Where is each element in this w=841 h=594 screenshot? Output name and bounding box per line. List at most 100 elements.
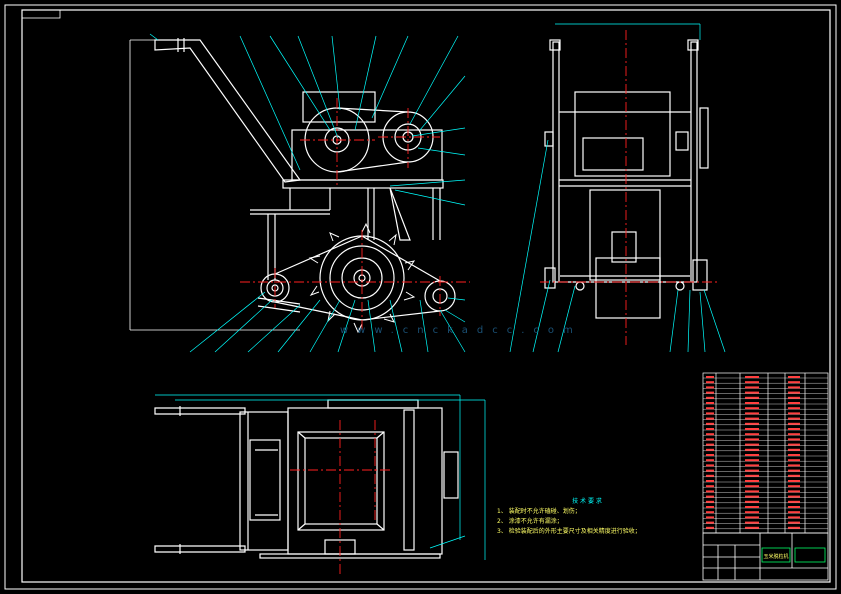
parts-list-cell-mark: [788, 464, 800, 467]
parts-list-cell-mark: [706, 464, 714, 467]
parts-list-cell-mark: [788, 448, 800, 451]
parts-list-cell-mark: [706, 433, 714, 436]
parts-list-cell-mark: [745, 433, 759, 436]
parts-list-cell-mark: [745, 485, 759, 488]
side-centerlines: [540, 30, 720, 345]
parts-list-cell-mark: [788, 521, 800, 524]
parts-list-cell-mark: [788, 402, 800, 404]
technical-requirements-title: 技 术 要 求: [572, 498, 602, 505]
front-centerlines: [240, 98, 470, 330]
parts-list-cell-mark: [706, 417, 714, 420]
parts-list-cell-mark: [745, 469, 759, 472]
parts-list-cell-mark: [706, 474, 714, 477]
parts-list-cell-mark: [706, 454, 714, 456]
parts-list-cell-mark: [706, 443, 714, 446]
requirement-item: 3、 检验装配后的外形主要尺寸及相关精度进行验收；: [497, 528, 641, 535]
technical-requirements: 技 术 要 求 1、 装配时不允许磕碰、划伤； 2、 涂漆不允许有漏涂； 3、 …: [497, 497, 697, 537]
parts-list-cell-mark: [745, 516, 759, 519]
parts-list-cell-mark: [788, 511, 800, 514]
parts-list-cell-mark: [706, 412, 714, 415]
parts-list-cell-mark: [788, 438, 800, 441]
parts-list-cell-mark: [788, 485, 800, 488]
title-block-name: 玉米脱粒机: [763, 553, 788, 560]
parts-list-cell-mark: [745, 500, 759, 503]
parts-list-cell-mark: [745, 474, 759, 477]
parts-list-cell-mark: [706, 485, 714, 488]
parts-list-cell-mark: [788, 412, 800, 415]
parts-list-cell-mark: [788, 386, 800, 389]
parts-list-cell-mark: [788, 407, 800, 410]
parts-list-cell-mark: [706, 407, 714, 410]
parts-list-rows: [703, 377, 828, 529]
parts-list: [702, 372, 829, 534]
parts-list-cell-mark: [706, 448, 714, 451]
top-view: [154, 399, 459, 559]
parts-list-cell-mark: [788, 454, 800, 456]
parts-list-cell-mark: [706, 422, 714, 425]
parts-list-cell-mark: [745, 526, 759, 529]
parts-list-cell-mark: [706, 391, 714, 394]
parts-list-cell-mark: [788, 469, 800, 472]
title-block: [702, 532, 829, 581]
parts-list-cell-mark: [788, 506, 800, 508]
parts-list-cell-mark: [706, 428, 714, 430]
parts-list-cell-mark: [745, 443, 759, 446]
top-leader-lines: [155, 394, 486, 560]
parts-list-cell-mark: [788, 500, 800, 503]
parts-list-cell-mark: [788, 391, 800, 394]
parts-list-cell-mark: [788, 526, 800, 529]
parts-list-cell-mark: [706, 438, 714, 441]
side-view: [544, 39, 709, 319]
side-leader-lines: [509, 23, 726, 353]
parts-list-cell-mark: [706, 381, 714, 384]
parts-list-cell-mark: [788, 443, 800, 446]
outer-frame: [4, 4, 837, 590]
parts-list-cell-mark: [788, 474, 800, 477]
parts-list-cell-mark: [706, 469, 714, 472]
corner-box: [21, 9, 61, 19]
parts-list-cell-mark: [706, 459, 714, 462]
parts-list-cell-mark: [788, 516, 800, 519]
parts-list-cell-mark: [745, 407, 759, 410]
inner-frame: [21, 9, 831, 583]
parts-list-cell-mark: [706, 511, 714, 514]
parts-list-cell-mark: [788, 495, 800, 498]
parts-list-cell-mark: [745, 402, 759, 404]
parts-list-cell-mark: [745, 521, 759, 524]
top-centerlines: [290, 420, 390, 575]
parts-list-cell-mark: [745, 490, 759, 493]
parts-list-cell-mark: [745, 417, 759, 420]
parts-list-cell-mark: [706, 521, 714, 524]
parts-list-cell-mark: [745, 396, 759, 399]
parts-list-cell-mark: [788, 433, 800, 436]
front-leader-lines: [149, 33, 466, 353]
parts-list-cell-mark: [745, 459, 759, 462]
parts-list-cell-mark: [706, 490, 714, 493]
parts-list-cell-mark: [745, 422, 759, 425]
parts-list-cell-mark: [706, 506, 714, 508]
front-view: [154, 38, 456, 321]
parts-list-cell-mark: [745, 495, 759, 498]
parts-list-cell-mark: [706, 396, 714, 399]
parts-list-cell-mark: [788, 428, 800, 430]
parts-list-cell-mark: [745, 376, 759, 378]
parts-list-cell-mark: [745, 480, 759, 482]
parts-list-cell-mark: [788, 490, 800, 493]
parts-list-cell-mark: [706, 376, 714, 378]
parts-list-cell-mark: [745, 454, 759, 456]
parts-list-cell-mark: [706, 480, 714, 482]
parts-list-cell-mark: [745, 391, 759, 394]
parts-list-cell-mark: [745, 448, 759, 451]
parts-list-cell-mark: [745, 511, 759, 514]
parts-list-cell-mark: [788, 417, 800, 420]
parts-list-cell-mark: [788, 422, 800, 425]
parts-list-cell-mark: [745, 464, 759, 467]
parts-list-cell-mark: [745, 438, 759, 441]
parts-list-cell-mark: [745, 381, 759, 384]
front-dim-lines: [129, 39, 300, 331]
parts-list-cell-mark: [745, 506, 759, 508]
parts-list-cell-mark: [788, 396, 800, 399]
parts-list-cell-mark: [706, 500, 714, 503]
requirement-item: 2、 涂漆不允许有漏涂；: [497, 518, 563, 525]
